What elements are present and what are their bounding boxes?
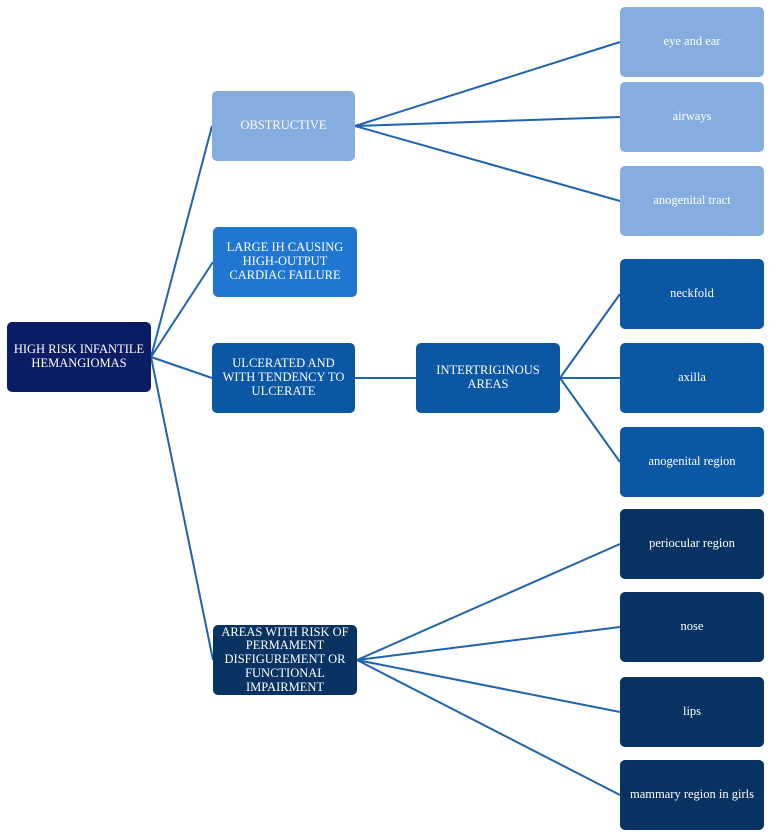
nose-node: nose — [620, 592, 764, 662]
intertriginous-node: INTERTRIGINOUS AREAS — [416, 343, 560, 413]
connector-root-to-areas — [150, 356, 214, 661]
root-node: HIGH RISK INFANTILE HEMANGIOMAS — [7, 322, 151, 392]
ulcerated-node: ULCERATED AND WITH TENDENCY TO ULCERATE — [212, 343, 355, 413]
neckfold-node: neckfold — [620, 259, 764, 329]
obstructive-node: OBSTRUCTIVE — [212, 91, 355, 161]
connector-root-to-obstructive — [150, 125, 213, 358]
mammary-node: mammary region in girls — [620, 760, 764, 830]
connector-areas-to-nose — [356, 626, 621, 661]
connector-inter-to-neckfold — [559, 293, 621, 379]
connector-obstructive-to-eye — [354, 41, 621, 127]
connector-root-to-ulcer — [150, 356, 213, 379]
connector-inter-to-anogenital_region — [559, 377, 621, 463]
axilla-node: axilla — [620, 343, 764, 413]
connector-areas-to-mammary — [356, 659, 621, 796]
cardiac-failure-node: LARGE IH CAUSING HIGH-OUTPUT CARDIAC FAI… — [213, 227, 357, 297]
connector-areas-to-periocular — [356, 543, 621, 661]
airways-node: airways — [620, 82, 764, 152]
connector-areas-to-lips — [356, 659, 621, 713]
eye-ear-node: eye and ear — [620, 7, 764, 77]
anogenital-tract-node: anogenital tract — [620, 166, 764, 236]
connector-obstructive-to-anogenital_tract — [354, 125, 621, 202]
anogenital-region-node: anogenital region — [620, 427, 764, 497]
periocular-node: periocular region — [620, 509, 764, 579]
lips-node: lips — [620, 677, 764, 747]
disfigurement-risk-node: AREAS WITH RISK OF PERMAMENT DISFIGUREME… — [213, 625, 357, 695]
connector-root-to-large — [150, 261, 214, 358]
connector-obstructive-to-airways — [354, 116, 621, 127]
